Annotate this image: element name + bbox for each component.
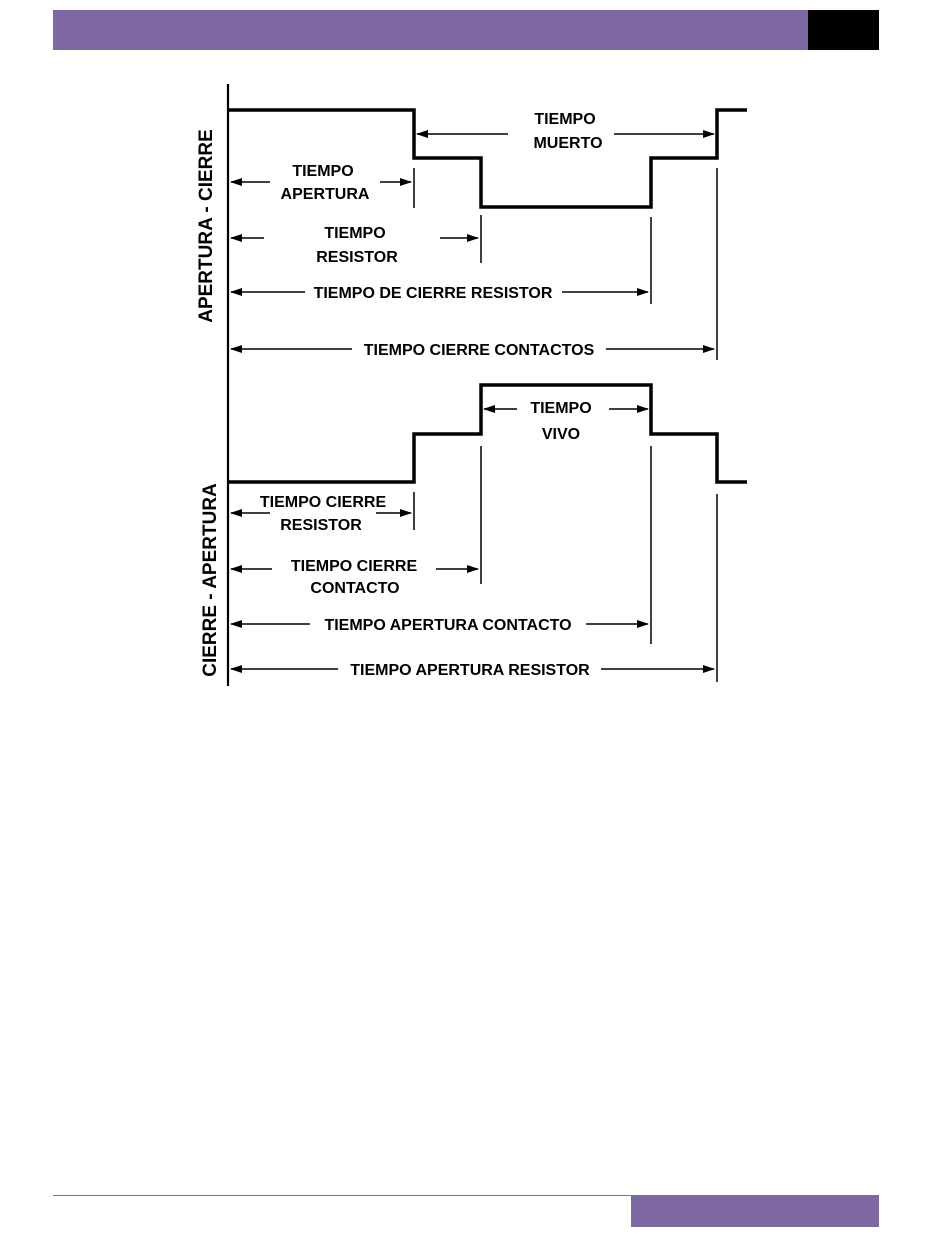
contact-close-label-line1: TIEMPO CIERRE bbox=[291, 558, 418, 575]
contact-open-label: TIEMPO APERTURA CONTACTO bbox=[324, 617, 571, 634]
contacts-close-label: TIEMPO CIERRE CONTACTOS bbox=[364, 342, 595, 359]
dead-time-label-line1: TIEMPO bbox=[534, 111, 595, 128]
resistor-time-label-line2: RESISTOR bbox=[316, 249, 398, 266]
resistor-open-label: TIEMPO APERTURA RESISTOR bbox=[350, 662, 590, 679]
side-label-open-close: APERTURA - CIERRE bbox=[196, 129, 217, 323]
bottom-resistor-close-label-line2: RESISTOR bbox=[280, 517, 362, 534]
close-open-waveform bbox=[228, 385, 747, 482]
side-label-close-open: CIERRE - APERTURA bbox=[200, 483, 221, 677]
footer-bar bbox=[631, 1195, 879, 1227]
footer-rule bbox=[53, 1195, 631, 1196]
live-time-label-line1: TIEMPO bbox=[530, 400, 591, 417]
dead-time-label-line2: MUERTO bbox=[533, 135, 602, 152]
opening-time-label-line1: TIEMPO bbox=[292, 163, 353, 180]
resistor-time-label-line1: TIEMPO bbox=[324, 225, 385, 242]
resistor-close-label: TIEMPO DE CIERRE RESISTOR bbox=[314, 285, 553, 302]
contact-close-label-line2: CONTACTO bbox=[310, 580, 399, 597]
live-time-label-line2: VIVO bbox=[542, 426, 580, 443]
opening-time-label-line2: APERTURA bbox=[281, 186, 370, 203]
bottom-resistor-close-label-line1: TIEMPO CIERRE bbox=[260, 494, 387, 511]
